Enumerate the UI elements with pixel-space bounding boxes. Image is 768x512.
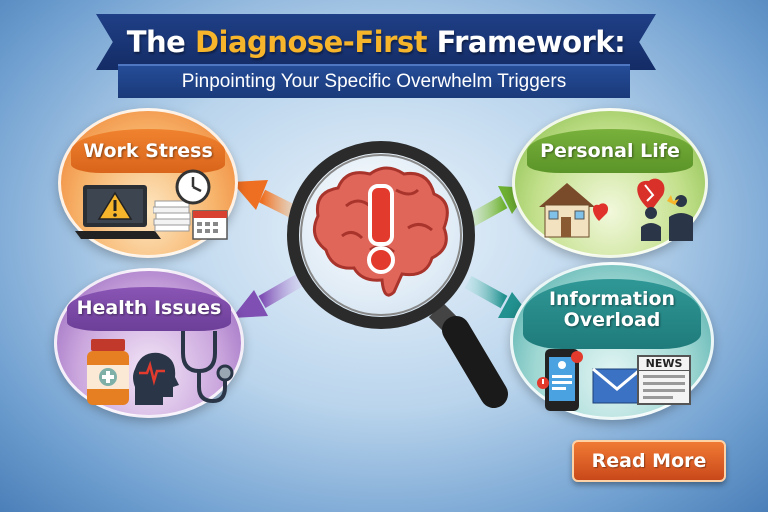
newspaper-icon: NEWS	[637, 355, 691, 405]
envelope-icon	[592, 367, 642, 404]
category-work-stress: Work Stress	[58, 108, 238, 258]
category-label-information-overload: Information Overload	[513, 289, 711, 331]
title-banner: The Diagnose-First Framework:	[96, 14, 656, 70]
category-label-line2: Overload	[563, 308, 661, 331]
category-health-issues: Health Issues	[54, 268, 244, 418]
arrow-to-health-issues	[232, 273, 304, 318]
category-label-line1: Information	[548, 288, 676, 310]
category-band	[523, 279, 701, 349]
title-prefix: The	[126, 25, 195, 59]
title-accent: Diagnose-First	[194, 25, 428, 59]
magnifying-glass-brain-icon	[287, 141, 508, 408]
page-title: The Diagnose-First Framework:	[126, 25, 626, 59]
laptop-warning-icon	[75, 185, 161, 239]
category-band	[527, 129, 693, 173]
read-more-button[interactable]: Read More	[572, 440, 726, 482]
stethoscope-icon	[181, 331, 234, 404]
page-subtitle: Pinpointing Your Specific Overwhelm Trig…	[181, 71, 567, 92]
category-band	[71, 129, 225, 173]
broken-heart-family-icon	[637, 178, 693, 241]
newspaper-label: NEWS	[639, 357, 689, 371]
house-heart-icon	[539, 183, 609, 238]
category-personal-life: Personal Life	[512, 108, 708, 258]
category-information-overload: Information Overload NEWS	[510, 262, 714, 420]
category-label-health-issues: Health Issues	[76, 297, 222, 319]
title-suffix: Framework:	[427, 25, 626, 59]
subtitle-banner: Pinpointing Your Specific Overwhelm Trig…	[118, 64, 630, 98]
category-label-work-stress: Work Stress	[83, 140, 213, 162]
head-pain-icon	[133, 352, 179, 405]
medicine-bottle-icon	[87, 339, 129, 405]
papers-clock-calendar-icon	[153, 169, 228, 240]
category-band	[67, 287, 231, 331]
category-label-personal-life: Personal Life	[540, 140, 680, 162]
smartphone-notifications-icon	[537, 349, 583, 411]
exclamation-icon	[367, 184, 395, 274]
magnifier-handle	[428, 302, 508, 408]
